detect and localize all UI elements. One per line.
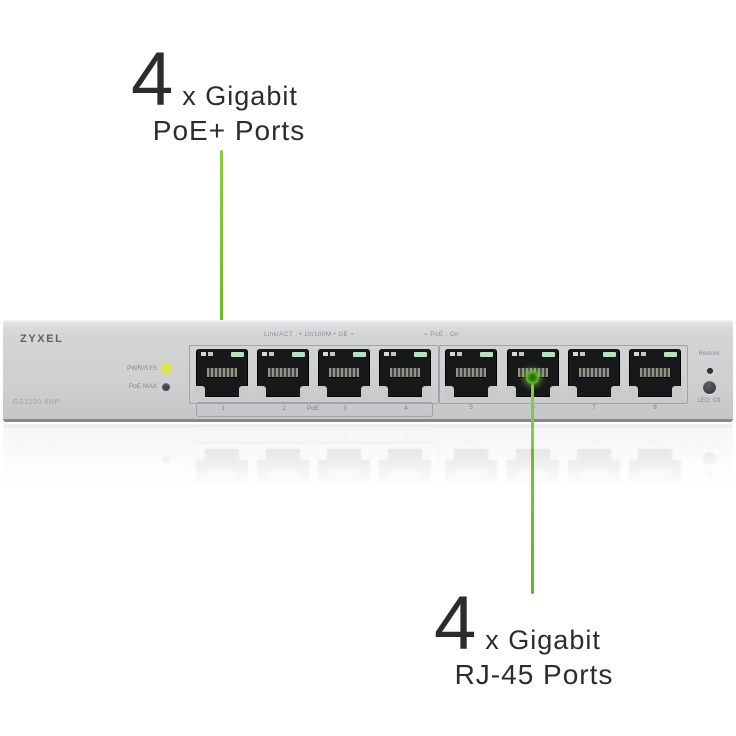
model-number: GS1200-8HP <box>13 399 60 406</box>
port-pins <box>329 368 359 377</box>
port-led-icon <box>634 352 639 356</box>
pwr-sys-label: PWR/SYS <box>127 365 157 372</box>
port-led-strip-icon <box>414 352 427 357</box>
port-pins <box>579 368 609 377</box>
annotation-rj45-count: 4 <box>434 581 477 666</box>
port-3 <box>317 349 371 398</box>
port-pins <box>268 368 298 377</box>
poe-max-label: PoE MAX <box>128 383 157 390</box>
port-led-icon <box>580 352 585 356</box>
brand-logo: ZYXEL <box>20 333 64 345</box>
pwr-sys-led-icon <box>162 364 171 373</box>
port-pins <box>456 368 486 377</box>
switch-device: ZYXEL Link/ACT : • 10/100M • GE ⌁ ⌁ PoE … <box>3 320 733 422</box>
port-led-strip-icon <box>292 352 305 357</box>
port-led-icon <box>323 352 328 356</box>
port-number-label: 4 <box>404 405 408 412</box>
port-led-strip-icon <box>664 352 677 357</box>
annotation-rj45-label: RJ-45 Ports <box>454 658 614 690</box>
annotation-poe-count: 4 <box>131 37 174 122</box>
port-led-icon <box>201 352 206 356</box>
port-number-label: 1 <box>221 405 225 412</box>
port-7 <box>567 349 621 398</box>
port-led-icon <box>262 352 267 356</box>
poe-max-led-icon <box>162 383 170 391</box>
callout-line-rj45 <box>531 384 534 594</box>
port-number-label: 2 <box>282 405 286 412</box>
port-number-label: 5 <box>469 404 473 411</box>
port-5 <box>444 349 498 398</box>
port-led-strip-icon <box>542 352 555 357</box>
port-pins <box>640 368 670 377</box>
port-led-icon <box>519 352 524 356</box>
callout-dot-rj45 <box>526 371 539 384</box>
annotation-rj45-ports: 4 x Gigabit RJ-45 Ports <box>434 581 634 691</box>
port-led-strip-icon <box>231 352 244 357</box>
port-pins <box>390 368 420 377</box>
port-led-icon <box>391 352 396 356</box>
callout-line-poe <box>220 150 223 364</box>
poe-strip-label: PoE <box>306 405 320 412</box>
port-led-icon <box>450 352 455 356</box>
port-led-strip-icon <box>353 352 366 357</box>
port-number-strip: 1 2 PoE 3 4 <box>196 402 433 417</box>
restore-pinhole-button <box>707 368 713 374</box>
port-led-icon <box>641 352 646 356</box>
port-2 <box>256 349 310 398</box>
port-4 <box>378 349 432 398</box>
restore-label: Restore <box>698 351 720 357</box>
annotation-poe-label: PoE+ Ports <box>152 114 306 146</box>
port-legend-left: Link/ACT : • 10/100M • GE ⌁ <box>264 331 355 338</box>
port-led-icon <box>269 352 274 356</box>
device-reflection: ZYXEL Link/ACT : • 10/100M • GE ⌁ ⌁ PoE … <box>3 424 733 526</box>
poe-port-group <box>189 345 439 404</box>
port-led-icon <box>384 352 389 356</box>
port-number-label: 7 <box>592 404 596 411</box>
port-number-label: 3 <box>343 405 347 412</box>
port-led-icon <box>512 352 517 356</box>
port-led-strip-icon <box>480 352 493 357</box>
port-8 <box>628 349 682 398</box>
port-1 <box>195 349 249 398</box>
led-toggle-label: LED: Off <box>697 398 721 404</box>
port-legend-right: ⌁ PoE : On <box>424 331 460 338</box>
port-led-icon <box>208 352 213 356</box>
annotation-poe-ports: 4 x Gigabit PoE+ Ports <box>131 37 327 147</box>
port-number-label: 8 <box>653 404 657 411</box>
port-pins <box>207 368 237 377</box>
annotation-poe-multiplier: x Gigabit <box>182 81 298 111</box>
port-led-icon <box>330 352 335 356</box>
annotation-rj45-multiplier: x Gigabit <box>485 625 601 655</box>
port-led-icon <box>573 352 578 356</box>
port-led-strip-icon <box>603 352 616 357</box>
led-toggle-button <box>703 381 716 394</box>
port-led-icon <box>457 352 462 356</box>
lan-port-group <box>439 345 688 404</box>
